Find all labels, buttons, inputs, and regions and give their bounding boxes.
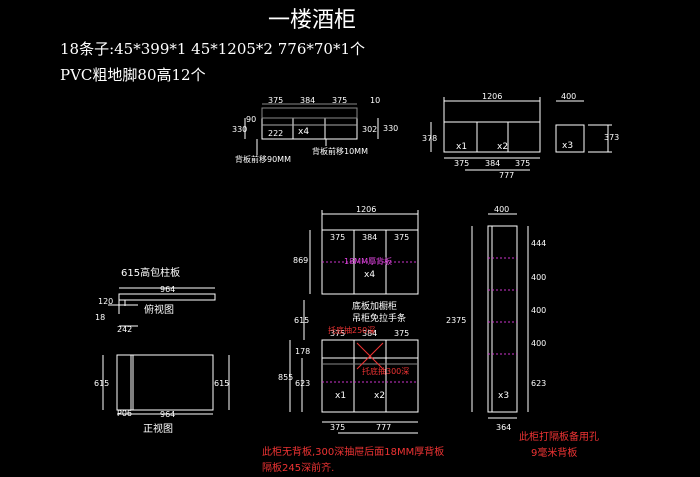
dim-label: 178 <box>295 347 310 356</box>
cabinet-label: x1 <box>456 142 467 152</box>
dim-label: 384 <box>485 159 500 168</box>
dim-label: 375 <box>394 233 409 242</box>
dim-label: 615 <box>214 379 229 388</box>
top-front-cabinet: 1206 378 375 384 375 777 x1 x2 <box>422 92 541 180</box>
drawer-note: 托底抽250深 <box>328 325 375 335</box>
drawer-note: 托底抽300深 <box>362 366 409 376</box>
dim-label: 375 <box>330 423 345 432</box>
dim-label: 444 <box>531 239 546 248</box>
top-small-cabinet: 375 384 375 10 90 330 222 302 330 x4 背板前… <box>232 96 398 164</box>
dim-label: 378 <box>422 134 437 143</box>
red-note: 此柜无背板,300深抽屉后面18MM厚背板 <box>262 445 444 458</box>
dim-label: 964 <box>160 285 175 294</box>
dim-label: 400 <box>494 205 509 214</box>
dim-label: 302 <box>362 125 377 134</box>
dim-label: 400 <box>531 306 546 315</box>
dim-label: 384 <box>362 233 377 242</box>
dim-label: 384 <box>300 96 315 105</box>
dim-label: 777 <box>499 171 514 180</box>
view-label: 正视图 <box>143 422 173 435</box>
note-text: 背板前移10MM <box>312 146 368 156</box>
dim-label: 10 <box>370 96 380 105</box>
dim-label: 623 <box>295 379 310 388</box>
dim-label: 615 <box>294 316 309 325</box>
cabinet-label: x1 <box>335 391 346 401</box>
dim-label: 384 <box>362 329 377 338</box>
main-side-cabinet: 400 2375 444 400 400 400 623 x3 364 此柜打隔… <box>446 205 599 459</box>
cabinet-label: x3 <box>498 391 509 401</box>
dim-label: 400 <box>531 273 546 282</box>
page-title: 一楼酒柜 <box>268 8 357 33</box>
dim-label: 1206 <box>482 92 502 101</box>
dim-label: 855 <box>278 373 293 382</box>
dim-label: 375 <box>332 96 347 105</box>
red-note: 9毫米背板 <box>531 446 577 459</box>
cabinet-label: x4 <box>298 127 309 137</box>
note-text: 背板前移90MM <box>235 154 291 164</box>
main-front-cabinet: 1206 375 384 375 869 18MM厚背板 x4 底板加橱柜 吊柜… <box>262 205 444 474</box>
pillar-panel: 615高包柱板 964 120 18 242 俯视图 615 615 P06 9… <box>94 266 230 435</box>
dim-label: 375 <box>330 233 345 242</box>
cabinet-label: x3 <box>562 141 573 151</box>
dim-label: 2375 <box>446 316 466 325</box>
dim-label: 869 <box>293 256 308 265</box>
dim-label: 777 <box>376 423 391 432</box>
dim-label: 330 <box>383 124 398 133</box>
cabinet-label: x2 <box>374 391 385 401</box>
cabinet-label: x4 <box>364 270 375 280</box>
tag-label: P06 <box>117 409 132 418</box>
dim-label: 364 <box>496 423 511 432</box>
dim-label: 1206 <box>356 205 376 214</box>
view-label: 俯视图 <box>144 303 174 316</box>
red-note: 此柜打隔板备用孔 <box>519 430 599 443</box>
section-title: 615高包柱板 <box>121 266 180 279</box>
dim-label: 373 <box>604 133 619 142</box>
dim-label: 400 <box>531 339 546 348</box>
dim-label: 375 <box>268 96 283 105</box>
dim-label: 120 <box>98 297 113 306</box>
dim-label: 18 <box>95 313 105 322</box>
dim-label: 375 <box>454 159 469 168</box>
parts-list-line: PVC粗地脚80高12个 <box>60 66 206 84</box>
dim-label: 615 <box>94 379 109 388</box>
dim-label: 623 <box>531 379 546 388</box>
cabinet-label: x2 <box>497 142 508 152</box>
dim-label: 375 <box>330 329 345 338</box>
dim-label: 222 <box>268 129 283 138</box>
red-note: 隔板245深前齐. <box>262 461 334 474</box>
top-side-cabinet: 400 373 x3 <box>555 92 619 153</box>
dim-label: 375 <box>394 329 409 338</box>
dim-label: 375 <box>515 159 530 168</box>
dim-label: 400 <box>561 92 576 101</box>
dim-label: 90 <box>246 115 256 124</box>
dim-label: 330 <box>232 125 247 134</box>
dim-label: 964 <box>160 410 175 419</box>
parts-list-line: 18条子:45*399*1 45*1205*2 776*70*1个 <box>60 40 366 58</box>
dim-label: 242 <box>117 325 132 334</box>
note-text: 18MM厚背板 <box>344 256 392 266</box>
note-text: 吊柜免拉手条 <box>352 312 406 324</box>
note-text: 底板加橱柜 <box>352 300 397 312</box>
